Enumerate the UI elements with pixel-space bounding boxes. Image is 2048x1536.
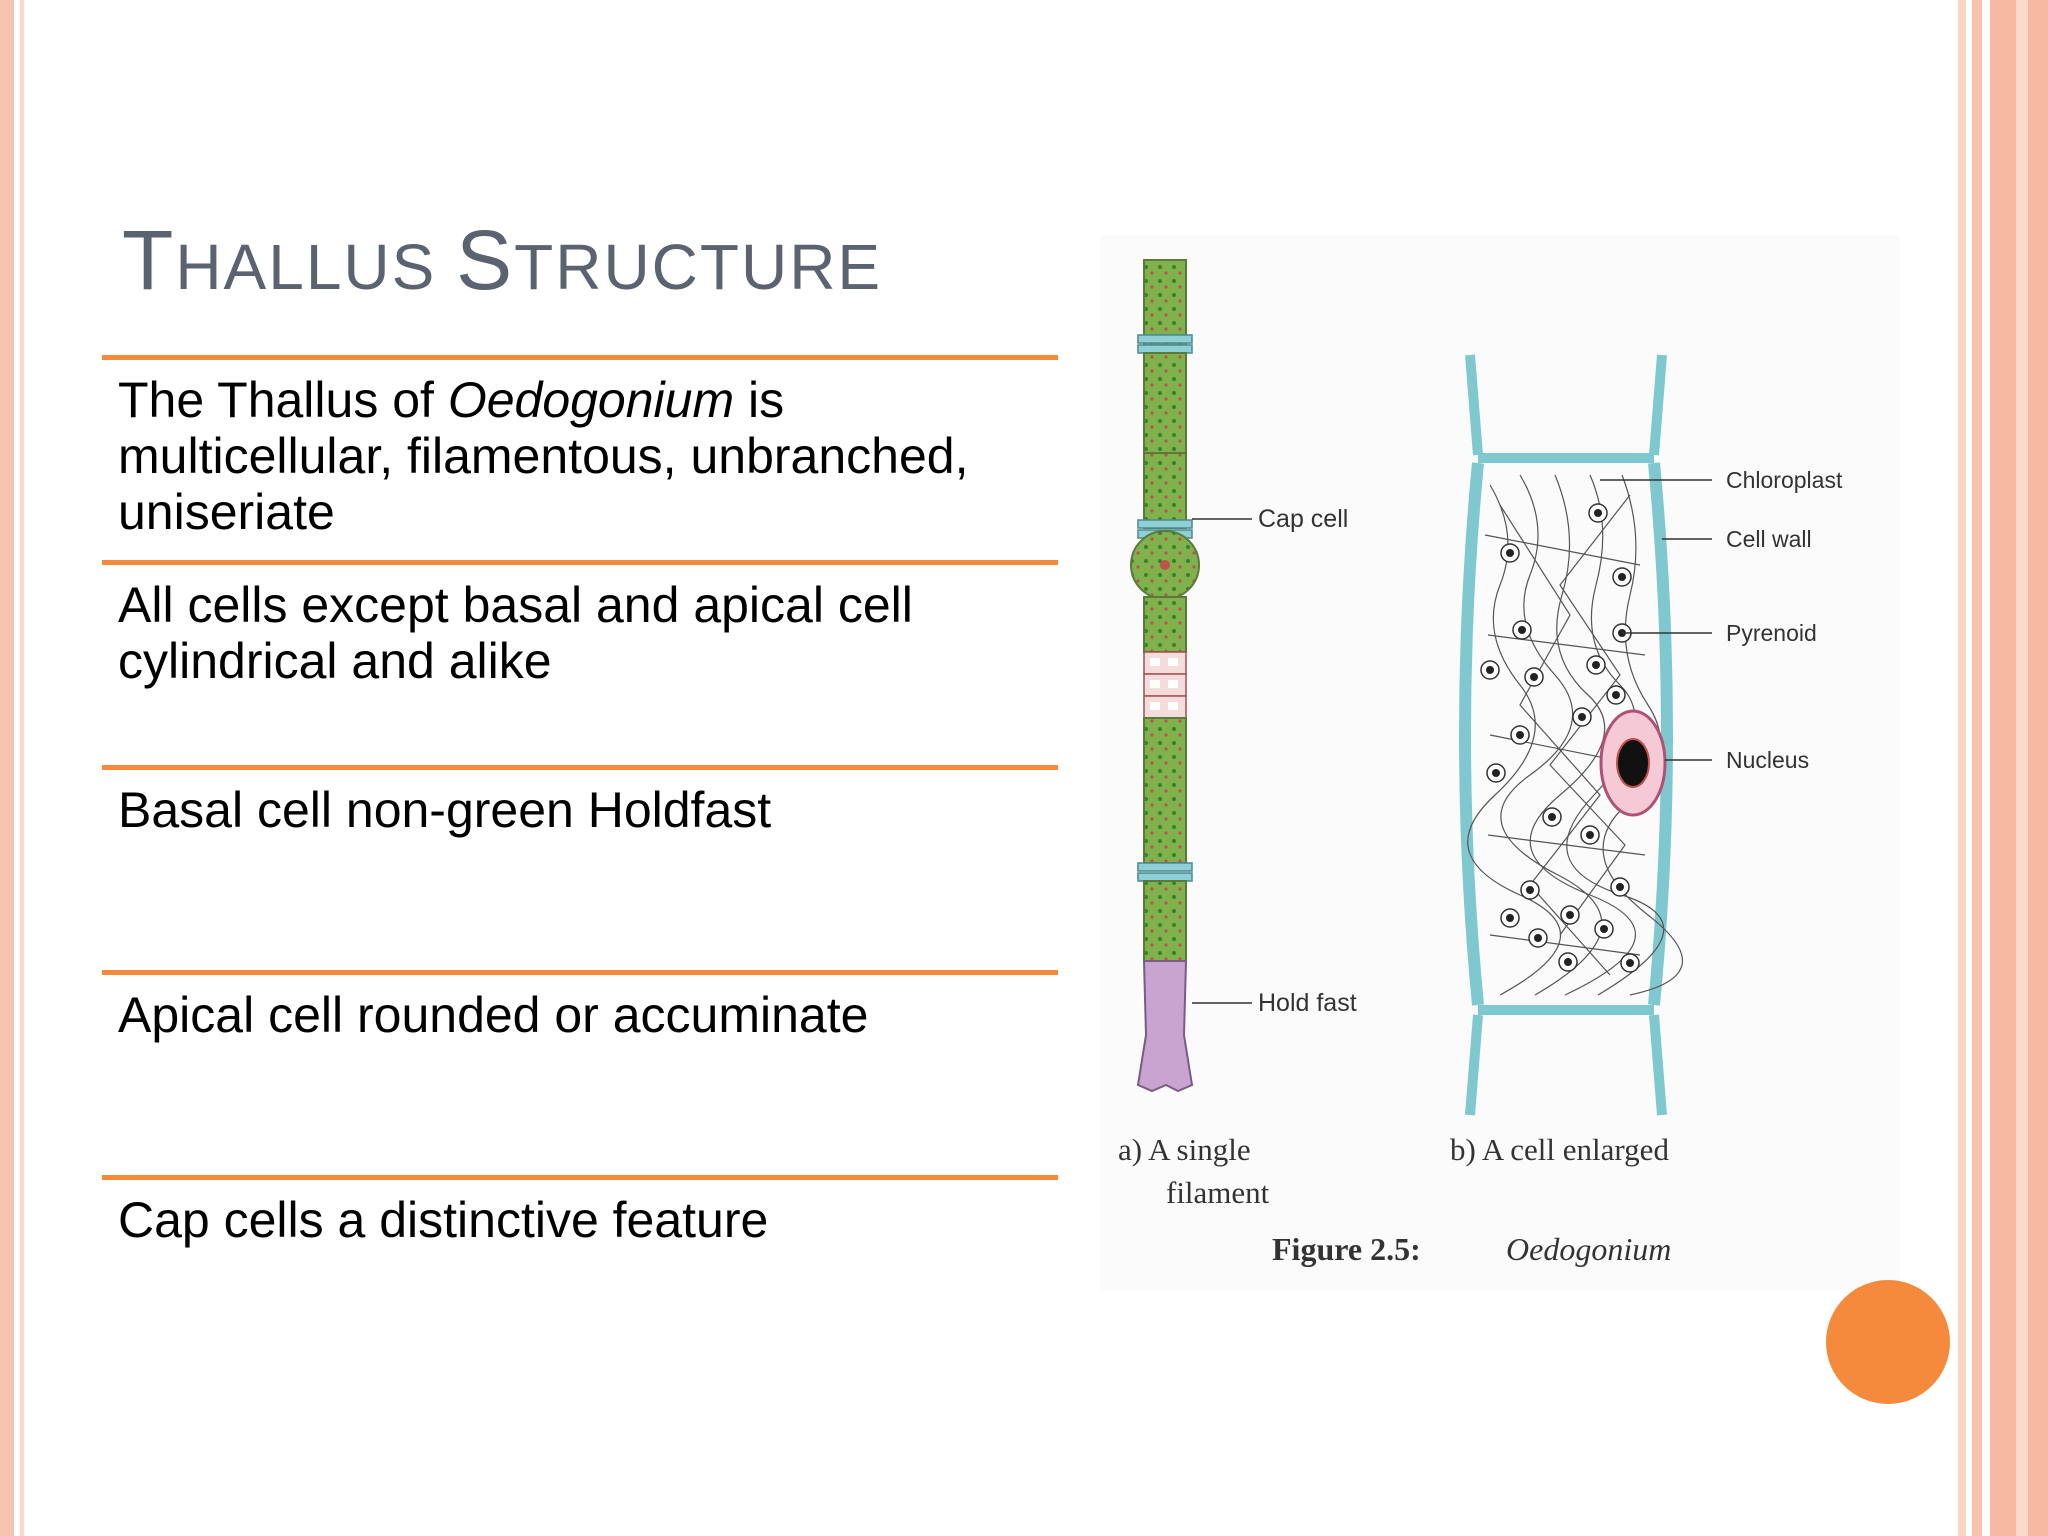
label-pyrenoid: Pyrenoid bbox=[1726, 620, 1817, 646]
divider-5 bbox=[102, 1175, 1058, 1180]
decorative-orange-dot bbox=[1826, 1280, 1950, 1404]
cap-cell-ring bbox=[1137, 519, 1193, 529]
oedogonium-figure: Cap cell Hold fast bbox=[1100, 235, 1900, 1290]
title-rest-hallus: HALLUS bbox=[175, 231, 457, 303]
figure-background bbox=[1100, 235, 1900, 1290]
title-initial-s: S bbox=[456, 213, 515, 307]
divider-4 bbox=[102, 970, 1058, 975]
chloroplast-network bbox=[1467, 474, 1684, 996]
figure-label: Figure 2.5: bbox=[1272, 1231, 1421, 1267]
caption-a-line2: filament bbox=[1166, 1175, 1270, 1210]
slide-border-right-mid bbox=[1972, 0, 1982, 1536]
figure-genus-name: Oedogonium bbox=[1506, 1231, 1671, 1267]
bullet-cap-cells: Cap cells a distinctive feature bbox=[118, 1192, 769, 1248]
cell-wall-left bbox=[1459, 462, 1484, 1006]
divider-3 bbox=[102, 765, 1058, 770]
bullet-thallus: The Thallus of Oedogonium is multicellul… bbox=[118, 372, 1053, 540]
label-cap-cell: Cap cell bbox=[1258, 505, 1348, 533]
title-rest-tructure: TRUCTURE bbox=[514, 231, 883, 303]
single-filament bbox=[1130, 259, 1200, 1093]
slide-border-left bbox=[0, 0, 14, 1536]
caption-a-line1: a) A single bbox=[1118, 1132, 1251, 1167]
cap-ring bbox=[1137, 334, 1193, 344]
label-chloroplast: Chloroplast bbox=[1726, 467, 1843, 493]
caption-b: b) A cell enlarged bbox=[1450, 1132, 1669, 1167]
title-initial-t: T bbox=[122, 213, 176, 307]
bullet-thallus-post: is multicellular, filamentous, unbranche… bbox=[118, 372, 969, 540]
slide-border-left-inner bbox=[20, 0, 24, 1536]
divider-2 bbox=[102, 560, 1058, 565]
label-cell-wall: Cell wall bbox=[1726, 526, 1812, 552]
slide-border-right-stripe bbox=[2016, 0, 2028, 1536]
bullet-basal-cell: Basal cell non-green Holdfast bbox=[118, 782, 772, 838]
holdfast bbox=[1136, 960, 1194, 1093]
antheridia bbox=[1143, 651, 1187, 719]
bullet-cells: All cells except basal and apical cell c… bbox=[118, 577, 913, 689]
slide-title: THALLUS STRUCTURE bbox=[122, 212, 882, 309]
divider-1 bbox=[102, 355, 1058, 360]
label-nucleus: Nucleus bbox=[1726, 747, 1809, 773]
label-hold-fast: Hold fast bbox=[1258, 989, 1357, 1017]
bullet-thallus-pre: The Thallus of bbox=[118, 372, 448, 428]
cell-septum-bottom bbox=[1478, 1005, 1654, 1015]
enlarged-cell bbox=[1459, 354, 1684, 1116]
slide-border-right-inner bbox=[1958, 0, 1966, 1536]
bullet-apical-cell: Apical cell rounded or accuminate bbox=[118, 987, 869, 1043]
cell-wall-right bbox=[1648, 462, 1673, 1006]
cell-septum-top bbox=[1478, 453, 1654, 463]
bullet-thallus-genus: Oedogonium bbox=[447, 372, 735, 428]
